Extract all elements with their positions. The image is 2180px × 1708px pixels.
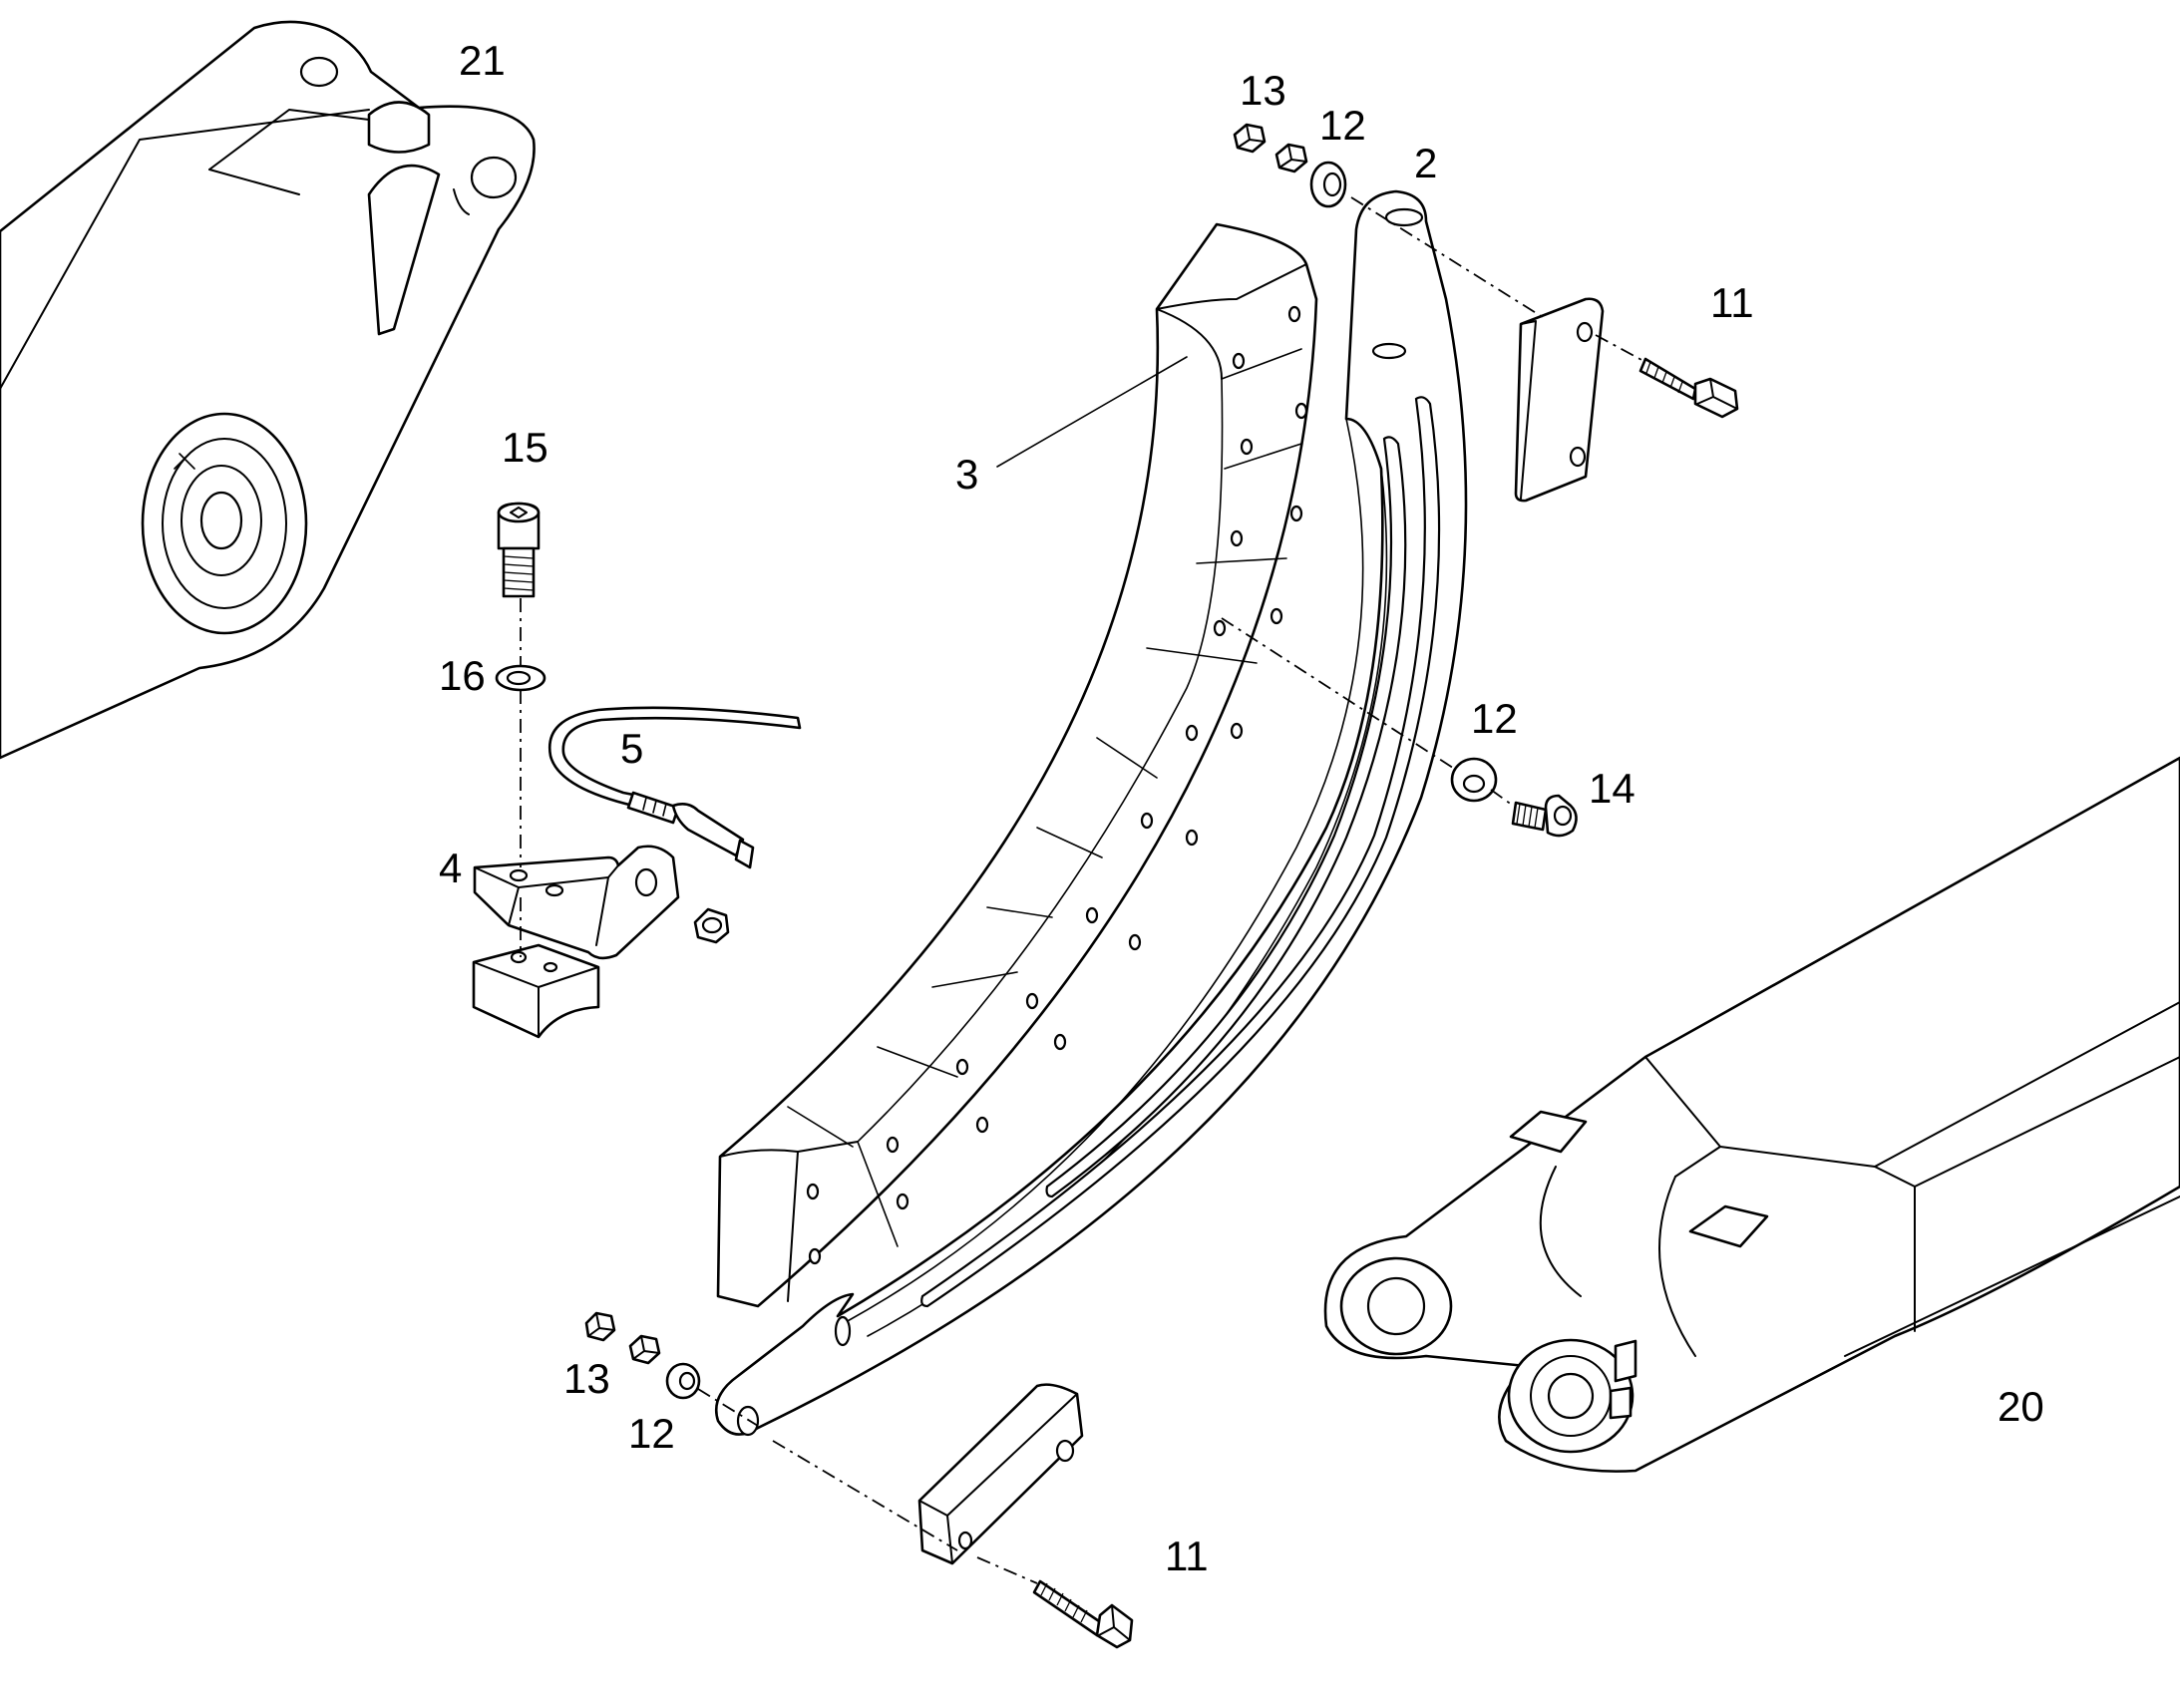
bolt-part-11-bottom: [1032, 1579, 1134, 1649]
label-part-4: 4: [439, 845, 462, 891]
hex-nut-small: [693, 907, 730, 944]
washer-part-16: [495, 664, 546, 692]
label-part-13-top: 13: [1240, 67, 1286, 114]
label-part-5: 5: [620, 725, 643, 772]
leader-lines: [996, 356, 1188, 468]
label-part-3: 3: [955, 451, 978, 498]
label-part-12-middle: 12: [1471, 695, 1518, 742]
label-part-21: 21: [459, 37, 506, 84]
boom-arm-part-20: [1323, 756, 2180, 1473]
assembly-axis-lines: [520, 196, 1644, 1584]
label-part-2: 2: [1414, 140, 1437, 186]
label-part-20: 20: [1998, 1383, 2044, 1430]
label-part-11-bottom: 11: [1165, 1533, 1209, 1579]
wear-block-holes: [806, 305, 1308, 1265]
wear-block-part-3: [716, 222, 1318, 1308]
label-part-15: 15: [502, 424, 548, 471]
bracket-part-4: [473, 845, 680, 960]
label-part-13-bottom: 13: [563, 1355, 610, 1402]
clamp-plate-part-11-top: [1514, 297, 1605, 503]
cap-screw-part-15: [497, 502, 541, 598]
curved-strap-part-2: [714, 189, 1468, 1437]
nut-pair-part-13-bottom: [584, 1311, 661, 1365]
label-part-16: 16: [439, 652, 486, 699]
boom-arm-part-21: [0, 20, 536, 760]
washer-part-12-top: [1309, 161, 1347, 208]
label-part-14: 14: [1589, 765, 1635, 812]
label-part-12-bottom: 12: [628, 1410, 675, 1457]
cap-screw-part-14: [1511, 794, 1578, 838]
label-part-12-top: 12: [1319, 102, 1366, 149]
clamp-plate-part-11-bottom: [917, 1383, 1084, 1565]
label-part-11-top: 11: [1710, 279, 1754, 326]
sensor-mount-block: [472, 943, 600, 1039]
nut-pair-part-13-top: [1233, 123, 1308, 173]
washer-part-12-middle: [1450, 757, 1498, 803]
bolt-part-11-top: [1638, 357, 1739, 419]
washer-part-12-bottom: [665, 1362, 701, 1400]
part-labels: 21 13 12 2 11 15 3 16 5 12 14 4 13 12 11…: [439, 37, 2044, 1579]
sensor-cable-part-5: [547, 706, 802, 869]
